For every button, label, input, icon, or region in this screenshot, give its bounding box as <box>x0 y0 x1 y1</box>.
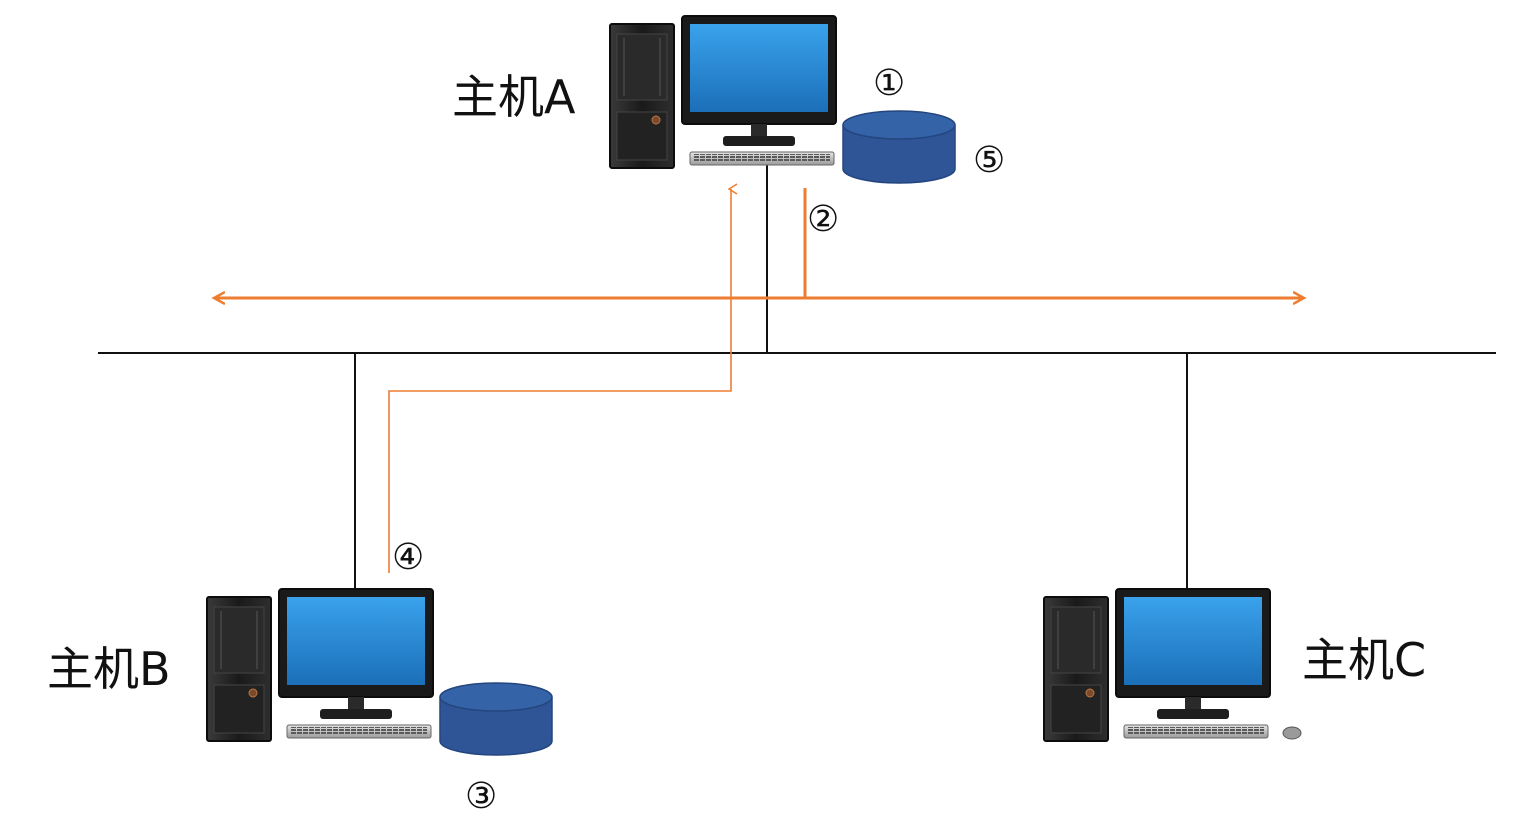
step-marker-5: ⑤ <box>973 140 1005 181</box>
reply-path-arrow <box>388 183 738 573</box>
host-b-cache-icon <box>439 682 553 756</box>
step-marker-2: ② <box>807 199 839 240</box>
host-a-computer-icon <box>609 15 837 169</box>
host-a-label: 主机A <box>452 70 576 124</box>
step-marker-3: ③ <box>465 776 497 817</box>
host-b-computer-icon <box>206 588 434 742</box>
step-marker-1: ① <box>873 63 905 104</box>
host-b-label: 主机B <box>47 642 171 696</box>
host-c-computer-icon <box>1043 588 1271 742</box>
host-b: 主机B <box>47 588 553 756</box>
host-a-cache-icon <box>842 110 956 184</box>
host-c: 主机C <box>1043 588 1426 742</box>
host-c-mouse-icon <box>1282 726 1302 740</box>
host-c-label: 主机C <box>1302 633 1426 687</box>
step-marker-4: ④ <box>392 537 424 578</box>
host-a: 主机A <box>452 15 956 184</box>
